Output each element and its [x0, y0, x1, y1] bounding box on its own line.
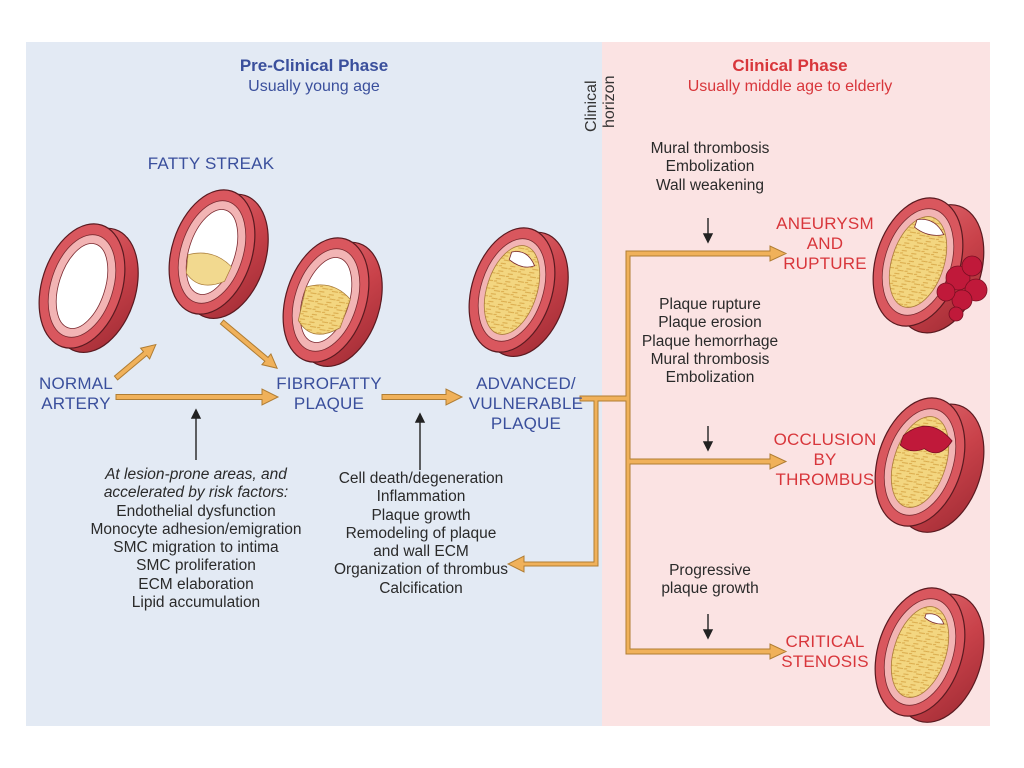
arrow-normal-to-fibrofatty	[115, 388, 280, 406]
risk-item: SMC proliferation	[136, 557, 256, 575]
progression-item: Inflammation	[376, 488, 466, 506]
clinical-title: Clinical Phase	[732, 56, 848, 75]
arrow-advanced-branch	[506, 245, 788, 660]
advanced-line3: PLAQUE	[490, 414, 562, 434]
occlusion-cause: Plaque erosion	[658, 314, 762, 332]
progression-item: Plaque growth	[371, 506, 471, 524]
fibrofatty-label: FIBROFATTY PLAQUE	[274, 374, 384, 414]
risk-item: Lipid accumulation	[131, 593, 261, 611]
occlusion-cause: Plaque hemorrhage	[641, 332, 779, 350]
normal-artery-line1: NORMAL	[39, 374, 113, 393]
risk-item: Endothelial dysfunction	[116, 502, 276, 520]
horizon-line1: Clinical	[583, 80, 600, 132]
aneurysm-illustration	[872, 197, 988, 334]
aneurysm-line3: RUPTURE	[783, 254, 867, 274]
progression-factor-list: Cell death/degeneration Inflammation Pla…	[326, 470, 516, 598]
progression-item: Cell death/degeneration	[338, 470, 504, 487]
arrow-fibrofatty-to-advanced	[381, 388, 464, 406]
fatty-streak-label: FATTY STREAK	[147, 154, 275, 173]
progression-item: Organization of thrombus	[333, 561, 509, 579]
stenosis-cause: Progressive	[669, 562, 751, 579]
pointer-arrows	[190, 218, 714, 640]
fibrofatty-line2: PLAQUE	[293, 394, 365, 414]
arrow-fatty-streak-to-fibrofatty	[219, 319, 279, 369]
aneurysm-line2: AND	[806, 234, 844, 254]
aneurysm-cause-list: Mural thrombosis Embolization Wall weake…	[630, 140, 790, 195]
occlusion-line2: BY	[813, 450, 837, 470]
aneurysm-cause: Mural thrombosis	[650, 140, 770, 157]
risk-item: Monocyte adhesion/emigration	[90, 520, 302, 538]
flow-arrows	[113, 245, 788, 660]
clinical-horizon-label: Clinical horizon	[583, 52, 623, 132]
preclinical-background	[26, 42, 602, 726]
risk-item: ECM elaboration	[138, 575, 254, 593]
stenosis-cause: plaque growth	[661, 580, 759, 598]
stenosis-illustration	[874, 587, 985, 723]
risk-item: SMC migration to intima	[113, 539, 279, 557]
stenosis-line2: STENOSIS	[781, 652, 869, 672]
advanced-label: ADVANCED/ VULNERABLE PLAQUE	[462, 374, 590, 434]
fibrofatty-line1: FIBROFATTY	[276, 374, 382, 393]
stenosis-cause-list: Progressive plaque growth	[630, 562, 790, 599]
fibrofatty-plaque-illustration	[282, 237, 383, 368]
occlusion-line3: THROMBUS	[775, 470, 875, 490]
horizon-line2: horizon	[601, 75, 618, 128]
progression-item: Remodeling of plaque	[345, 524, 497, 542]
stenosis-line1: CRITICAL	[785, 632, 865, 651]
occlusion-cause-list: Plaque rupture Plaque erosion Plaque hem…	[630, 296, 790, 387]
occlusion-cause: Plaque rupture	[659, 296, 761, 313]
risk-intro-line2: accelerated by risk factors:	[103, 484, 289, 502]
occlusion-illustration	[874, 397, 985, 533]
advanced-line2: VULNERABLE	[468, 394, 584, 414]
progression-item: and wall ECM	[373, 543, 469, 561]
aneurysm-cause: Wall weakening	[656, 176, 764, 194]
normal-artery-label: NORMAL ARTERY	[28, 374, 124, 414]
normal-artery-line2: ARTERY	[41, 394, 111, 414]
preclinical-subtitle: Usually young age	[248, 78, 380, 95]
risk-intro-line1: At lesion-prone areas, and	[105, 466, 287, 483]
fatty-streak-illustration	[168, 189, 269, 320]
advanced-plaque-illustration	[468, 227, 569, 358]
stenosis-label: CRITICAL STENOSIS	[770, 632, 880, 672]
occlusion-line1: OCCLUSION	[773, 430, 877, 449]
normal-artery-illustration	[38, 223, 139, 354]
occlusion-cause: Embolization	[665, 369, 755, 387]
progression-item: Calcification	[379, 579, 463, 597]
arrow-normal-to-fatty-streak	[113, 343, 157, 381]
aneurysm-line1: ANEURYSM	[776, 214, 874, 233]
advanced-line1: ADVANCED/	[476, 374, 576, 393]
clinical-subtitle: Usually middle age to elderly	[687, 78, 893, 95]
preclinical-title: Pre-Clinical Phase	[239, 56, 389, 75]
occlusion-label: OCCLUSION BY THROMBUS	[770, 430, 880, 490]
aneurysm-label: ANEURYSM AND RUPTURE	[770, 214, 880, 274]
aneurysm-cause: Embolization	[665, 158, 755, 176]
risk-factor-list: At lesion-prone areas, and accelerated b…	[80, 466, 312, 612]
occlusion-cause: Mural thrombosis	[650, 350, 770, 368]
